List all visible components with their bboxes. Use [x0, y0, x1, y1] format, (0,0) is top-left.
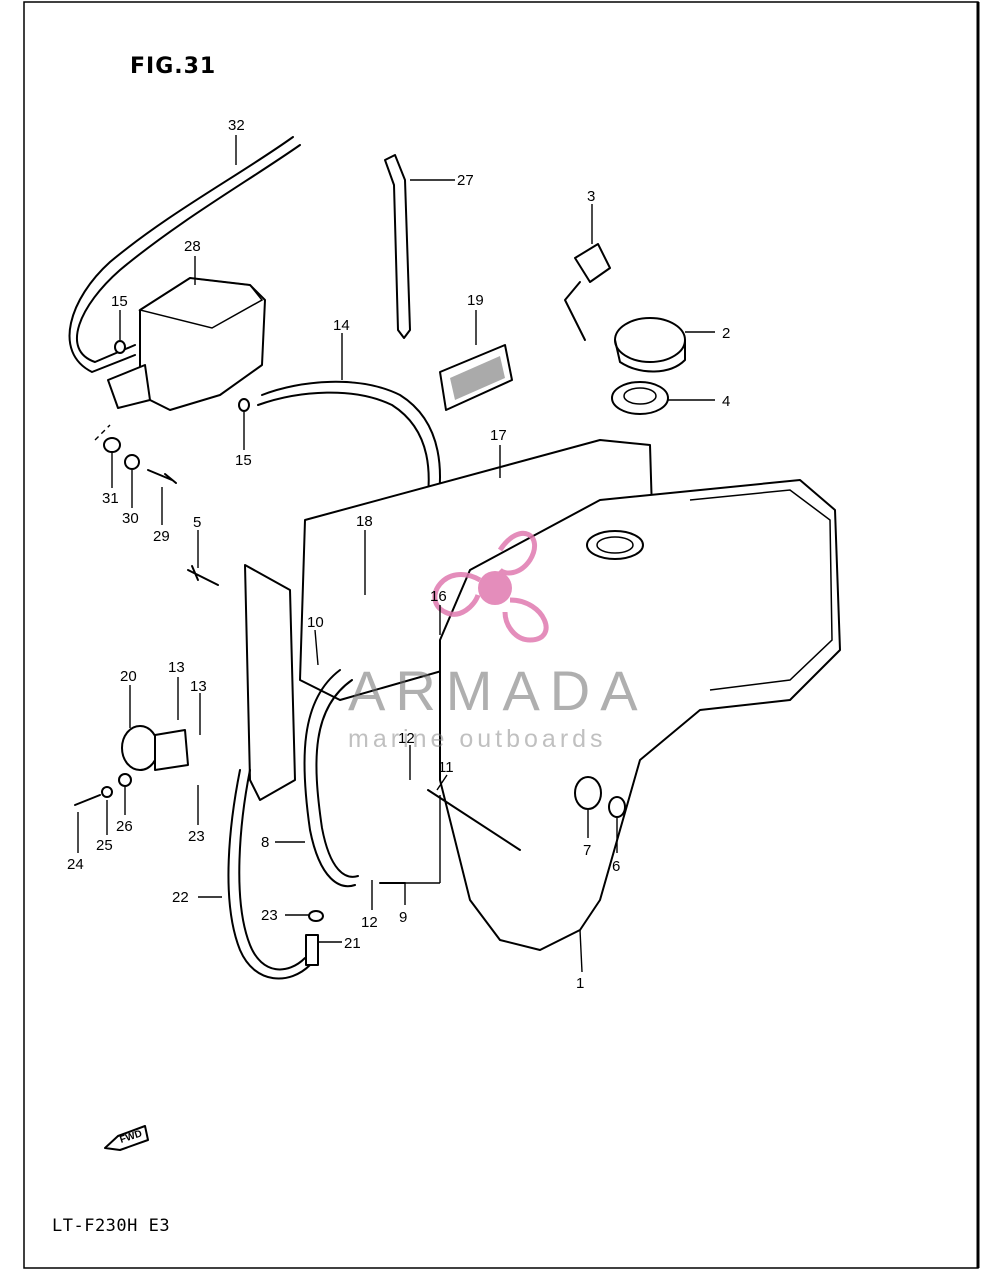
part-32-vent-hose-outline — [68, 136, 294, 373]
callout-19: 19 — [467, 292, 484, 309]
callout-12-a: 12 — [398, 730, 415, 747]
callout-7: 7 — [583, 842, 591, 859]
part-11-rod — [427, 789, 521, 851]
part-7-grommet — [574, 776, 602, 810]
callout-labels: 32 28 15 15 31 30 29 14 27 19 3 2 4 17 5… — [67, 117, 730, 992]
callout-26: 26 — [116, 818, 133, 835]
part-5-bolt — [187, 565, 219, 586]
callout-18: 18 — [356, 513, 373, 530]
part-25-washer — [101, 786, 113, 798]
part-8-hose-outline — [315, 679, 359, 878]
part-1-fuel-tank — [439, 479, 841, 951]
callout-30: 30 — [122, 510, 139, 527]
leader-lines — [77, 135, 715, 973]
model-code: LT-F230H E3 — [52, 1216, 171, 1236]
part-29-bolt — [147, 469, 177, 484]
callout-13-a: 13 — [168, 659, 185, 676]
callout-28: 28 — [184, 238, 201, 255]
part-27-strap — [384, 154, 411, 339]
part-3-cap-tether — [574, 243, 611, 283]
part-bracket-left — [244, 564, 296, 801]
callout-2: 2 — [722, 325, 730, 342]
callout-20: 20 — [120, 668, 137, 685]
part-15-clamp-a — [114, 340, 126, 354]
callout-8: 8 — [261, 834, 269, 851]
figure-title: FIG.31 — [130, 54, 217, 79]
callout-31: 31 — [102, 490, 119, 507]
callout-17: 17 — [490, 427, 507, 444]
callout-14: 14 — [333, 317, 350, 334]
part-28-canister-bracket — [107, 364, 151, 409]
callout-24: 24 — [67, 856, 84, 873]
callout-9: 9 — [399, 909, 407, 926]
fwd-arrow-icon — [104, 1125, 149, 1151]
part-3-tether-cord — [564, 281, 586, 341]
callout-23-a: 23 — [188, 828, 205, 845]
part-15-clamp-b — [238, 398, 250, 412]
watermark-logo-icon — [432, 530, 549, 643]
callout-25: 25 — [96, 837, 113, 854]
part-6-cushion — [608, 796, 626, 818]
part-28-canister-top — [138, 277, 264, 329]
callout-11: 11 — [438, 759, 454, 776]
guide-28 — [94, 424, 111, 441]
part-1-filler-neck-inner — [596, 536, 634, 554]
part-23-clamp — [308, 910, 324, 922]
callout-6: 6 — [612, 858, 620, 875]
callout-5: 5 — [193, 514, 201, 531]
part-22-hose-outline — [238, 769, 306, 971]
callout-27: 27 — [457, 172, 474, 189]
part-22-hose — [227, 769, 311, 980]
part-2-fuel-cap-body — [614, 339, 686, 373]
callout-10: 10 — [307, 614, 324, 631]
part-21-fitting — [305, 934, 319, 966]
callout-15-a: 15 — [111, 293, 128, 310]
callout-13-b: 13 — [190, 678, 207, 695]
callout-32: 32 — [228, 117, 245, 134]
callout-12-b: 12 — [361, 914, 378, 931]
part-8-hose — [303, 669, 356, 888]
part-1-tank-side — [689, 489, 833, 691]
callout-4: 4 — [722, 393, 730, 410]
part-31-washer — [103, 437, 121, 453]
part-20-fuel-pump — [121, 725, 159, 771]
callout-22: 22 — [172, 889, 189, 906]
callout-3: 3 — [587, 188, 595, 205]
callout-21: 21 — [344, 935, 361, 952]
part-2-fuel-cap — [614, 317, 686, 363]
part-1-filler-neck — [586, 530, 644, 560]
part-4-gasket — [611, 381, 669, 415]
callout-15-b: 15 — [235, 452, 252, 469]
part-32-vent-hose — [76, 144, 301, 363]
part-26-washer — [118, 773, 132, 787]
callout-29: 29 — [153, 528, 170, 545]
part-4-gasket-inner — [623, 387, 657, 405]
callout-23-b: 23 — [261, 907, 278, 924]
watermark-brand: ARMADA — [348, 659, 648, 722]
part-24-screw — [74, 794, 101, 806]
part-19-pad-texture — [450, 356, 505, 400]
callout-16: 16 — [430, 588, 447, 605]
part-30-washer — [124, 454, 140, 470]
watermark-tagline: marine outboards — [348, 725, 607, 753]
part-20-pump-body — [154, 729, 189, 771]
callout-1: 1 — [576, 975, 584, 992]
